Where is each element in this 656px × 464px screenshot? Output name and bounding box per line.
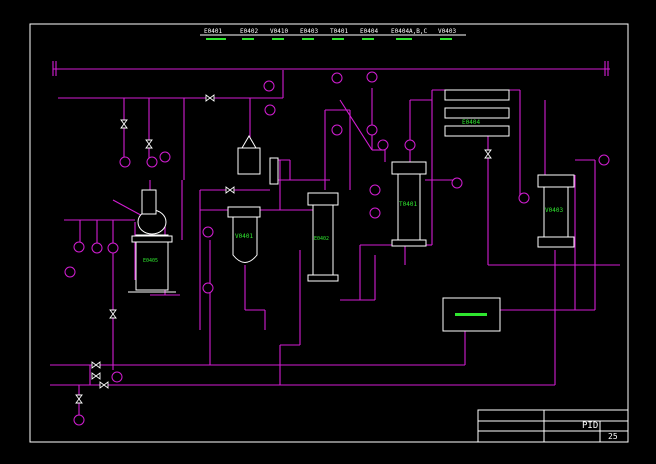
instrument-bubbles [64, 71, 610, 426]
vessel-e0404: E0404 [444, 89, 510, 137]
header-item-2: E0402 [240, 28, 258, 35]
sheet-number: 25 [608, 432, 618, 441]
header-item-4: E0403 [300, 28, 318, 35]
vessel-e0402: E0402 [307, 192, 339, 282]
header-item-6: E0404 [360, 28, 378, 35]
vessel-e0405: E0405 [128, 189, 176, 293]
drawing-title: PID [582, 421, 598, 431]
header-pipe [52, 61, 610, 76]
control-box-label-mark [455, 313, 487, 316]
header-sub-marks [206, 38, 452, 40]
vessel-label-e0405: E0405 [143, 258, 158, 264]
header-item-7: E0404A,B,C [391, 28, 428, 35]
title-block: PID 25 [477, 409, 629, 443]
header-item-8: V0403 [438, 28, 456, 35]
equipment-header: E0401 E0402 V0410 E0403 T0401 E0404 E040… [200, 28, 466, 40]
vessel-v0401: V0401 [227, 206, 261, 263]
vessel-label-e0404: E0404 [462, 119, 480, 126]
vessel-label-e0402: E0402 [314, 236, 329, 242]
vessel-label-t0401: T0401 [399, 201, 417, 208]
valves [75, 94, 492, 404]
vessel-label-v0403: V0403 [545, 207, 563, 214]
vessel-top-filter [237, 135, 279, 185]
vessel-label-v0401: V0401 [235, 233, 253, 240]
header-item-1: E0401 [204, 28, 222, 35]
vessel-v0403: V0403 [537, 174, 575, 248]
drawing-frame [29, 23, 629, 443]
header-item-3: V0410 [270, 28, 288, 35]
header-item-5: T0401 [330, 28, 348, 35]
process-piping [50, 70, 620, 420]
vessel-t0401: T0401 [391, 161, 427, 247]
